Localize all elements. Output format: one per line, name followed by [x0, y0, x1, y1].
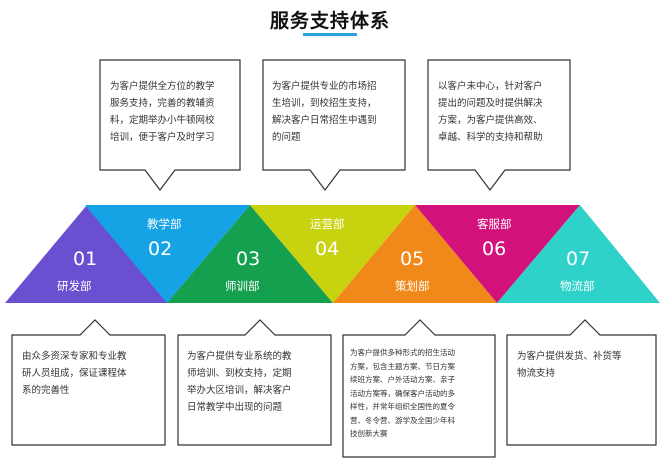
- triangle-yanfa: [5, 205, 170, 303]
- callout-text-yunying: 为客户提供专业的市场招 生培训，到校招生支持， 解决客户日常招生中遇到 的问题: [272, 81, 377, 143]
- callout-outline-jiaoxue: [99, 59, 241, 191]
- dept-name-04: 运营部: [310, 217, 345, 231]
- callout-outline-yanfa: [11, 319, 166, 446]
- dept-num-02: 02: [148, 238, 172, 260]
- dept-num-05: 05: [400, 248, 424, 270]
- callout-text-wuliu: 为客户提供发货、补货等 物流支持: [517, 351, 622, 379]
- dept-name-01: 研发部: [57, 279, 92, 293]
- dept-num-06: 06: [482, 238, 506, 260]
- dept-name-07: 物流部: [560, 279, 595, 293]
- triangle-jiaoxue: [85, 205, 250, 303]
- triangle-yunying: [250, 205, 415, 303]
- triangle-kefu: [415, 205, 580, 303]
- dept-num-01: 01: [73, 248, 97, 270]
- dept-name-03: 师训部: [225, 279, 260, 293]
- dept-num-07: 07: [566, 248, 590, 270]
- page-title: 服务支持体系: [269, 10, 390, 32]
- dept-num-03: 03: [236, 248, 260, 270]
- dept-name-02: 教学部: [147, 217, 182, 231]
- callout-text-kefu: 以客户未中心，针对客户 提出的问题及时提供解决 方案，为客户提供高效、 卓越、科…: [438, 81, 543, 143]
- callout-text-jiaoxue: 为客户提供全方位的教学 服务支持，完善的教辅资 料，定期举办小牛顿网校 培训，便…: [110, 81, 215, 143]
- dept-name-05: 策划部: [395, 279, 430, 293]
- callout-outline-yunying: [262, 59, 406, 191]
- dept-num-04: 04: [315, 238, 339, 260]
- triangle-cehua: [333, 205, 497, 303]
- callout-text-cehua: 为客户提供多种形式的招生活动 方案，包含主题方案、节日方案 续班方案、户外活动方…: [350, 348, 455, 438]
- callout-outline-shixun: [177, 319, 332, 446]
- callout-outline-cehua: [342, 319, 496, 458]
- triangle-wuliu: [497, 205, 660, 303]
- triangle-shixun: [167, 205, 333, 303]
- callout-text-yanfa: 由众多资深专家和专业教 研人员组成，保证课程体 系的完善性: [22, 351, 127, 396]
- title-underline: [303, 33, 357, 36]
- dept-name-06: 客服部: [477, 217, 512, 231]
- callout-outline-kefu: [427, 59, 571, 191]
- callout-outline-wuliu: [506, 319, 657, 446]
- callout-text-shixun: 为客户提供专业系统的教 师培训、到校支持，定期 举办大区培训，解决客户 日常教学…: [187, 351, 292, 413]
